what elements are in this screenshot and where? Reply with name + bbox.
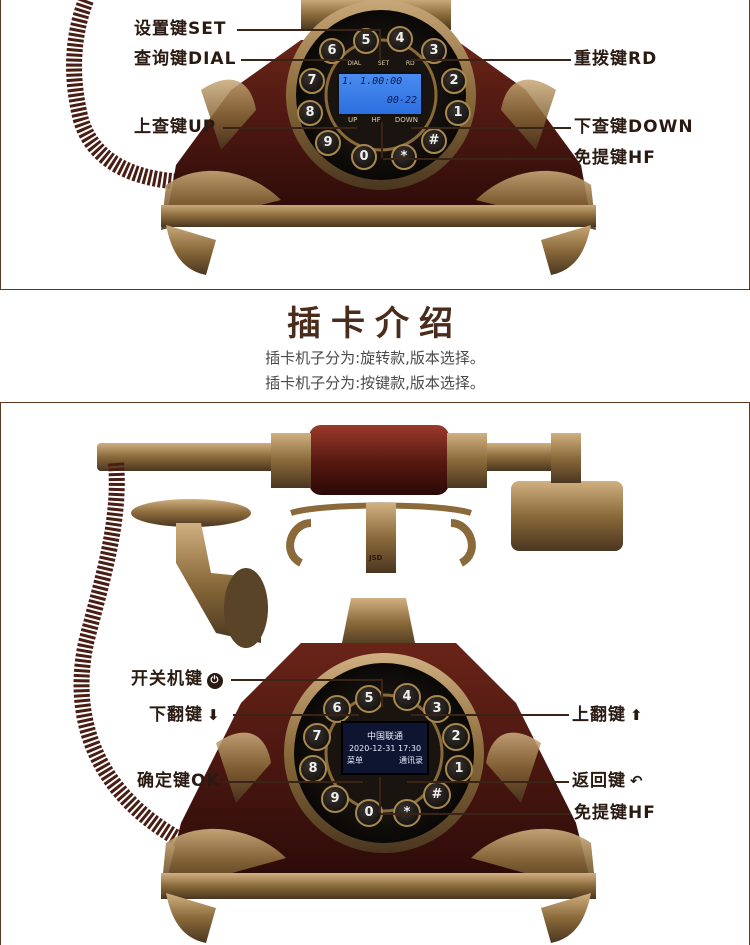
label-redial-key: 重拨键RD (574, 49, 658, 69)
arrow-up-icon: ⬆ (630, 706, 644, 724)
label-back-key: 返回键↶ (572, 771, 644, 791)
handset-wood-grip (309, 425, 449, 495)
coiled-cord-bottom (73, 462, 190, 851)
dial-button[interactable]: DIAL (347, 60, 362, 67)
leader-redial (411, 59, 571, 61)
key-7[interactable]: 7 (299, 68, 325, 94)
section-subtitle-2: 插卡机子分为:按键款,版本选择。 (265, 374, 485, 392)
key-6[interactable]: 6 (323, 695, 351, 723)
section-subtitle-1: 插卡机子分为:旋转款,版本选择。 (265, 349, 485, 367)
leader-up (223, 127, 357, 129)
label-ok-key: 确定键OK (137, 771, 221, 791)
top-phone-panel: 5 4 3 6 2 7 1 8 9 0 * # 1. 1.00:00 00-22… (0, 0, 750, 290)
key-hash[interactable]: # (423, 781, 451, 809)
key-8[interactable]: 8 (297, 100, 323, 126)
bottom-phone-panel: JSD 5 4 3 6 2 7 1 8 9 0 * # 中国联通 2020-12… (0, 402, 750, 945)
section-title: 插卡介绍 (287, 304, 463, 344)
key-4[interactable]: 4 (387, 26, 413, 52)
key-9[interactable]: 9 (315, 130, 341, 156)
lcd-btn-row-bottom: UP HF DOWN (341, 116, 425, 124)
label-down-key: 下查键DOWN (574, 117, 694, 137)
key-1[interactable]: 1 (445, 755, 473, 783)
key-3[interactable]: 3 (423, 695, 451, 723)
key-5[interactable]: 5 (353, 28, 379, 54)
label-dial-key: 查询键DIAL (134, 49, 237, 69)
down-button[interactable]: DOWN (394, 116, 418, 124)
label-power-key: 开关机键⏻ (131, 669, 223, 689)
leader-back (407, 781, 569, 783)
hf-button[interactable]: HF (371, 116, 381, 124)
bottom-phone-illustration (73, 425, 623, 943)
arrow-down-icon: ⬇ (207, 706, 221, 724)
leader-dial (241, 59, 349, 61)
leader-power (231, 679, 383, 681)
return-arrow-icon: ↶ (630, 772, 644, 790)
bottom-lcd-screen: 中国联通 2020-12-31 17:30 菜单 通讯录 (341, 721, 429, 775)
label-up-key: 上查键UP (134, 117, 217, 137)
key-0[interactable]: 0 (351, 144, 377, 170)
key-hash[interactable]: # (421, 128, 447, 154)
leader-down (411, 127, 571, 129)
lcd-menu-softkey[interactable]: 菜单 (347, 756, 363, 765)
leader-page-up (411, 714, 569, 716)
rd-button[interactable]: RD (405, 60, 415, 67)
lcd-carrier: 中国联通 (366, 732, 403, 742)
up-button[interactable]: UP (348, 116, 358, 124)
key-8[interactable]: 8 (299, 755, 327, 783)
set-button[interactable]: SET (377, 60, 390, 67)
key-7[interactable]: 7 (303, 723, 331, 751)
label-handsfree-key: 免提键HF (574, 148, 656, 168)
label-handsfree-key-bottom: 免提键HF (574, 803, 656, 823)
label-set-key: 设置键SET (134, 19, 227, 39)
key-2[interactable]: 2 (441, 68, 467, 94)
key-9[interactable]: 9 (321, 785, 349, 813)
leader-handsfree-bottom (381, 813, 571, 815)
key-5[interactable]: 5 (355, 685, 383, 713)
key-4[interactable]: 4 (393, 683, 421, 711)
leader-page-down (233, 714, 359, 716)
lcd-btn-row-top: DIAL SET RD (339, 60, 423, 67)
earpiece (511, 481, 623, 551)
key-star[interactable]: * (391, 144, 417, 170)
lcd-datetime: 2020-12-31 17:30 (348, 744, 422, 753)
lcd-line-1: 1. 1.00:00 (342, 76, 403, 87)
coiled-cord (66, 0, 187, 190)
label-page-down-key: 下翻键⬇ (149, 705, 221, 725)
lcd-contacts-softkey[interactable]: 通讯录 (399, 756, 423, 765)
leader-handsfree (383, 158, 571, 160)
label-page-up-key: 上翻键⬆ (572, 705, 644, 725)
key-2[interactable]: 2 (442, 723, 470, 751)
lcd-line-2: 00-22 (386, 95, 417, 106)
leader-set (237, 29, 379, 31)
key-1[interactable]: 1 (445, 100, 471, 126)
power-icon: ⏻ (207, 673, 223, 689)
leader-ok (223, 781, 363, 783)
top-lcd-screen: 1. 1.00:00 00-22 (337, 72, 423, 116)
mouthpiece (131, 499, 251, 527)
brand-badge: JSD (369, 554, 383, 562)
